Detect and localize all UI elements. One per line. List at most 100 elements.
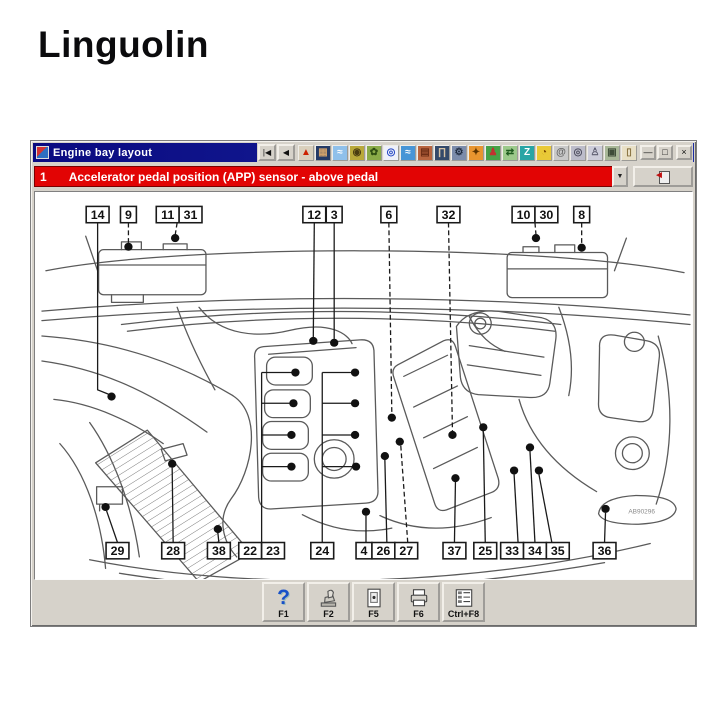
page-icon[interactable]: ▯ xyxy=(621,144,637,161)
gauge-icon[interactable]: ◔ xyxy=(536,144,552,161)
fault-text: Accelerator pedal position (APP) sensor … xyxy=(68,169,379,184)
spark-icon[interactable]: ✦ xyxy=(468,144,484,161)
fn-label: F6 xyxy=(413,609,424,619)
fault-number: 1 xyxy=(40,169,47,184)
callout-36: 36 xyxy=(592,541,617,560)
form-button-f5[interactable]: F5 xyxy=(352,582,395,622)
fn-label: F1 xyxy=(278,609,289,619)
fault-banner-row: 1 Accelerator pedal position (APP) senso… xyxy=(33,162,694,191)
svg-text:36: 36 xyxy=(598,544,612,558)
function-bar: ? F1 F2 F5 F6 xyxy=(33,580,694,624)
svg-text:28: 28 xyxy=(166,544,180,558)
drawing-ref-code: AB90296 xyxy=(628,509,655,516)
svg-text:12: 12 xyxy=(307,208,321,222)
form-icon xyxy=(363,586,385,609)
help-button-f1[interactable]: ? F1 xyxy=(262,582,305,622)
callout-33-34-35: 33 34 35 xyxy=(499,541,571,560)
fn-label: Ctrl+F8 xyxy=(447,609,480,619)
app-icon xyxy=(36,146,49,159)
minimize-button[interactable]: — xyxy=(640,145,656,160)
water-icon[interactable]: ≈ xyxy=(400,144,416,161)
help-question-icon: ? xyxy=(277,586,290,609)
callout-6: 6 xyxy=(380,205,398,224)
svg-text:22: 22 xyxy=(243,544,257,558)
svg-text:23: 23 xyxy=(266,544,280,558)
brand-title: Linguolin xyxy=(38,24,209,65)
car-icon[interactable]: ▣ xyxy=(604,144,620,161)
svg-text:10: 10 xyxy=(517,208,531,222)
wheel-icon[interactable]: ◎ xyxy=(383,144,399,161)
callout-14: 14 xyxy=(85,205,110,224)
svg-text:27: 27 xyxy=(399,544,413,558)
svg-text:29: 29 xyxy=(111,544,125,558)
nav-back-button[interactable]: ◀ xyxy=(277,144,295,161)
callout-38: 38 xyxy=(206,541,232,560)
svg-text:9: 9 xyxy=(125,208,132,222)
spiral-icon[interactable]: @ xyxy=(553,144,569,161)
recycle-icon[interactable]: ⇄ xyxy=(502,144,518,161)
map-icon[interactable]: ≈ xyxy=(332,144,348,161)
window-title: Engine bay layout xyxy=(53,146,153,159)
door-icon[interactable]: ∏ xyxy=(434,144,450,161)
svg-text:38: 38 xyxy=(212,544,226,558)
fault-banner[interactable]: 1 Accelerator pedal position (APP) senso… xyxy=(34,166,628,187)
callout-29: 29 xyxy=(105,541,130,560)
stamp-button-f2[interactable]: F2 xyxy=(307,582,350,622)
quick-print-button[interactable]: ◄ xyxy=(633,166,693,187)
svg-text:6: 6 xyxy=(385,208,392,222)
callout-22-23: 22 23 xyxy=(237,541,286,560)
fn-label: F5 xyxy=(368,609,379,619)
svg-text:35: 35 xyxy=(551,544,565,558)
callout-28: 28 xyxy=(160,541,186,560)
svg-text:4: 4 xyxy=(361,544,368,558)
svg-text:24: 24 xyxy=(315,544,329,558)
toolbar-icon-strip: ▲▦≈◉✿◎≈▤∏⚙✦♟⇄Z◔@◎♙▣▯ xyxy=(298,144,637,161)
svg-text:32: 32 xyxy=(442,208,456,222)
callout-32: 32 xyxy=(436,205,461,224)
plant-icon[interactable]: ✿ xyxy=(366,144,382,161)
maximize-button[interactable]: □ xyxy=(657,145,673,160)
printer-icon xyxy=(408,586,430,609)
callout-24: 24 xyxy=(310,541,335,560)
app-window: Engine bay layout |◀ ◀ ▲▦≈◉✿◎≈▤∏⚙✦♟⇄Z◔@◎… xyxy=(30,140,697,627)
callout-9: 9 xyxy=(119,205,138,224)
callout-8: 8 xyxy=(572,205,591,224)
flag-icon[interactable]: Z xyxy=(519,144,535,161)
brick-icon[interactable]: ▤ xyxy=(417,144,433,161)
camera-icon[interactable]: ◉ xyxy=(349,144,365,161)
svg-text:8: 8 xyxy=(578,208,585,222)
window-titlebar: Engine bay layout |◀ ◀ ▲▦≈◉✿◎≈▤∏⚙✦♟⇄Z◔@◎… xyxy=(33,143,694,162)
svg-text:14: 14 xyxy=(91,208,105,222)
callout-10-30: 10 30 xyxy=(511,205,559,224)
callout-3: 3 xyxy=(325,205,343,224)
titlebar-toolbar: |◀ ◀ ▲▦≈◉✿◎≈▤∏⚙✦♟⇄Z◔@◎♙▣▯ — □ × xyxy=(257,143,693,162)
callout-12: 12 xyxy=(302,205,327,224)
warning-icon[interactable]: ▲ xyxy=(298,144,314,161)
svg-text:30: 30 xyxy=(539,208,553,222)
person-icon[interactable]: ♟ xyxy=(485,144,501,161)
data-list-icon xyxy=(453,586,475,609)
svg-text:34: 34 xyxy=(528,544,542,558)
engine-icon[interactable]: ⚙ xyxy=(451,144,467,161)
svg-text:33: 33 xyxy=(505,544,519,558)
fn-label: F2 xyxy=(323,609,334,619)
nav-first-button[interactable]: |◀ xyxy=(258,144,276,161)
svg-text:26: 26 xyxy=(376,544,390,558)
hub-icon[interactable]: ◎ xyxy=(570,144,586,161)
banner-dropdown-button[interactable]: ▼ xyxy=(612,166,628,187)
stamp-icon xyxy=(318,586,340,609)
svg-text:37: 37 xyxy=(448,544,462,558)
figure-icon[interactable]: ♙ xyxy=(587,144,603,161)
image-icon[interactable]: ▦ xyxy=(315,144,331,161)
data-list-button-ctrl-f8[interactable]: Ctrl+F8 xyxy=(442,582,485,622)
print-back-icon: ◄ xyxy=(654,170,671,184)
print-button-f6[interactable]: F6 xyxy=(397,582,440,622)
svg-text:25: 25 xyxy=(478,544,492,558)
callout-25: 25 xyxy=(473,541,498,560)
close-button[interactable]: × xyxy=(676,145,692,160)
engine-bay-diagram: 1491131123632103082928382223244262737253… xyxy=(41,205,691,579)
svg-text:3: 3 xyxy=(331,208,338,222)
